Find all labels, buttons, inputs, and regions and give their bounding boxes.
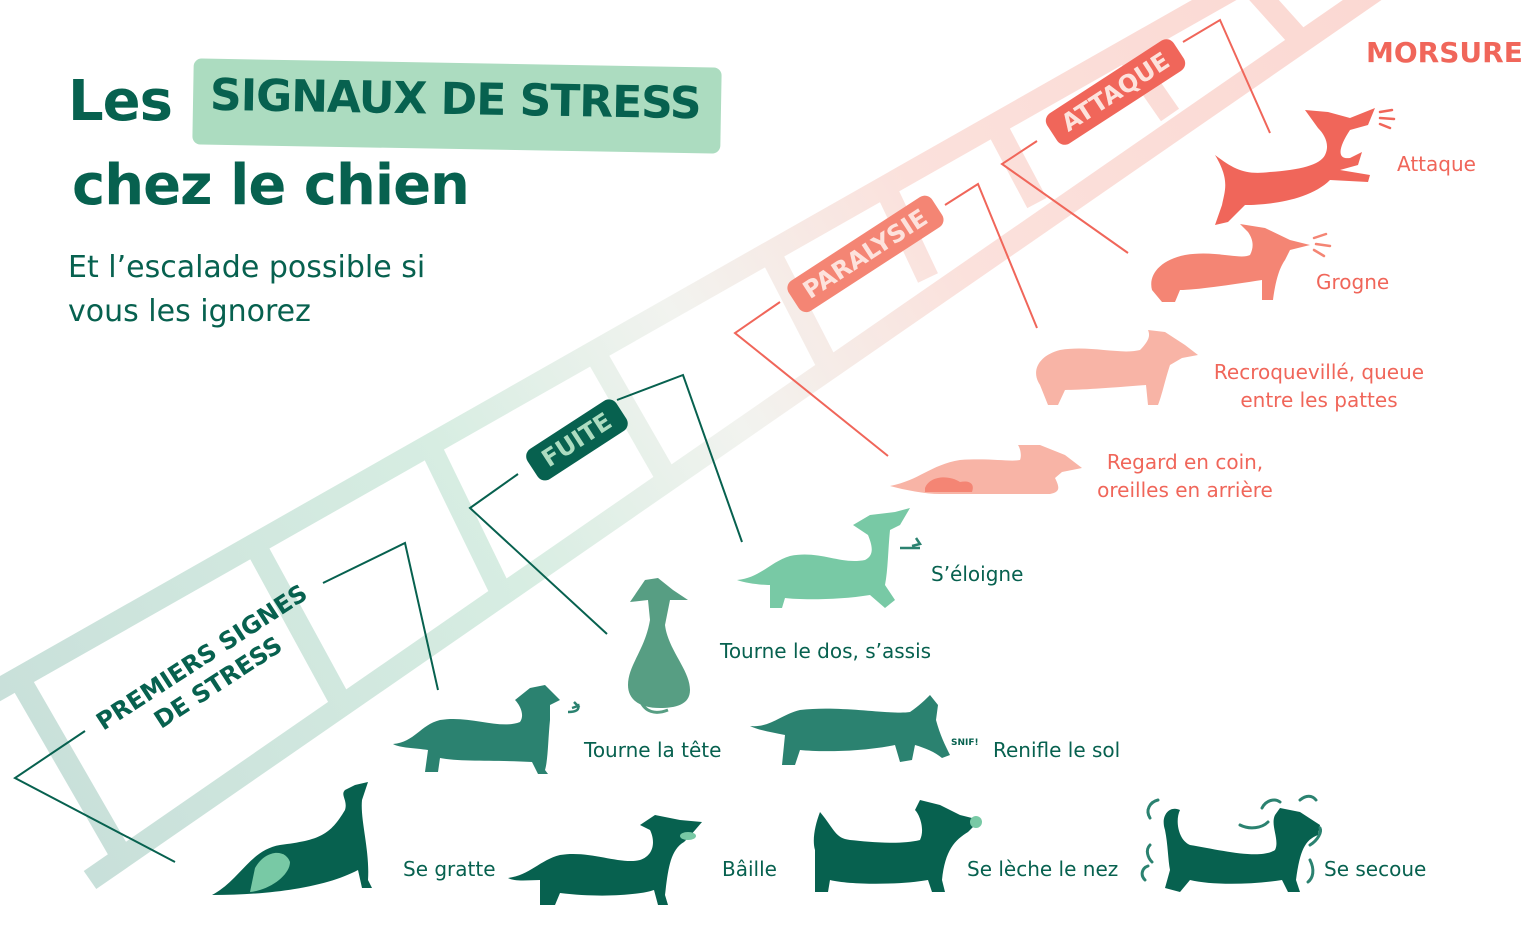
connector-attaque-right — [1182, 18, 1271, 134]
dog-tourne-le-dos-icon — [628, 578, 690, 714]
label-attaque: Attaque — [1397, 152, 1476, 176]
label-regard-line1: Regard en coin, — [1106, 450, 1264, 474]
dog-regard-en-coin-icon — [890, 445, 1082, 494]
label-snif: SNIF! — [951, 738, 979, 748]
label-se-gratte: Se gratte — [403, 857, 496, 881]
connector-fuite-right — [616, 373, 743, 543]
dog-s-eloigne-icon — [737, 508, 923, 608]
label-se-secoue: Se secoue — [1324, 857, 1427, 881]
top-label-morsure: MORSURE — [1366, 36, 1523, 69]
title-line2: chez le chien — [72, 153, 470, 218]
label-s-eloigne: S’éloigne — [931, 562, 1024, 586]
label-tourne-le-dos: Tourne le dos, s’assis — [720, 639, 932, 663]
connector-premiers — [13, 730, 176, 863]
subtitle-line1: Et l’escalade possible si — [68, 250, 426, 285]
label-regard-en-coin: Regard en coin, oreilles en arrière — [1090, 448, 1280, 504]
dog-recroqueville-icon — [1036, 330, 1198, 405]
label-recroqueville: Recroquevillé, queue entre les pattes — [1205, 358, 1433, 414]
label-se-leche-le-nez: Se lèche le nez — [967, 857, 1119, 881]
title-prefix: Les — [68, 69, 173, 134]
label-recroq-line2: entre les pattes — [1240, 388, 1398, 412]
connector-paralysie-left — [733, 301, 889, 457]
label-baille: Bâille — [722, 857, 777, 881]
label-renifle-le-sol: Renifle le sol — [993, 738, 1121, 762]
dog-renifle-le-sol-icon — [750, 695, 950, 765]
label-grogne: Grogne — [1316, 270, 1390, 294]
connector-attaque-left — [1000, 140, 1129, 254]
dog-tourne-la-tete-icon — [393, 685, 581, 774]
connector-fuite-left — [468, 473, 608, 635]
connector-premiers-upper — [322, 541, 439, 691]
dog-baille-icon — [508, 815, 702, 905]
label-recroq-line1: Recroquevillé, queue — [1213, 360, 1425, 384]
subtitle: Et l’escalade possible si vous les ignor… — [68, 246, 425, 334]
dog-se-secoue-icon — [1140, 794, 1322, 892]
label-tourne-la-tete: Tourne la tête — [584, 738, 722, 762]
dog-se-gratte-icon — [212, 782, 372, 895]
subtitle-line2: vous les ignorez — [68, 294, 311, 329]
connector-paralysie-right — [944, 182, 1038, 329]
label-regard-line2: oreilles en arrière — [1097, 478, 1273, 502]
dog-se-leche-le-nez-icon — [813, 800, 982, 892]
dog-attaque-icon — [1215, 108, 1396, 225]
dog-grogne-icon — [1151, 224, 1332, 302]
